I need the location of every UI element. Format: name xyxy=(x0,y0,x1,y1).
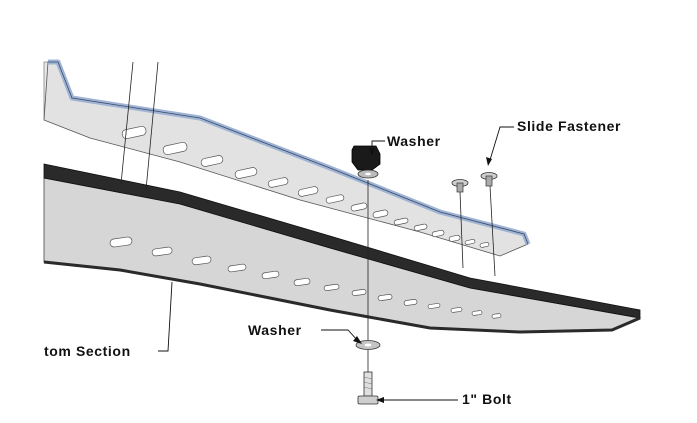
alignment-line xyxy=(120,61,134,185)
slot xyxy=(200,155,224,167)
slot xyxy=(393,217,409,226)
slot xyxy=(227,263,247,273)
slot xyxy=(121,125,147,139)
top-cap xyxy=(351,145,381,171)
slot xyxy=(162,141,188,155)
leader-washer-top xyxy=(371,140,385,150)
slot xyxy=(351,289,367,296)
upper-panel xyxy=(43,59,531,257)
leader-washer-bottom xyxy=(321,329,359,342)
label-bolt: 1" Bolt xyxy=(462,391,512,407)
arrowhead xyxy=(486,157,492,166)
label-washer-bottom: Washer xyxy=(248,322,302,338)
alignment-lines xyxy=(120,61,496,372)
slot xyxy=(377,294,393,301)
label-bottom-section: tom Section xyxy=(44,343,131,359)
slot xyxy=(297,186,319,197)
leader-lines xyxy=(158,126,514,401)
bottom-washer-hardware xyxy=(355,340,381,350)
slot xyxy=(427,303,441,309)
bottom-panel-slots xyxy=(109,236,502,319)
slot xyxy=(431,229,445,238)
top-washer-hardware xyxy=(351,145,381,179)
label-washer-top: Washer xyxy=(387,133,441,149)
slot xyxy=(403,299,418,306)
slot xyxy=(350,202,368,212)
alignment-line xyxy=(459,191,464,269)
bottom-panel-lower-edge xyxy=(43,260,641,334)
upper-panel-edge-outline xyxy=(48,61,529,245)
slot xyxy=(413,223,428,232)
arrowhead xyxy=(376,397,384,403)
slot xyxy=(293,277,311,287)
slot xyxy=(323,283,340,291)
label-slide-fastener: Slide Fastener xyxy=(517,118,621,134)
slot xyxy=(479,242,490,248)
slot xyxy=(372,209,389,219)
upper-panel-slots xyxy=(121,125,490,248)
slide-fastener-left xyxy=(451,179,469,193)
slot xyxy=(464,239,476,245)
slot xyxy=(261,270,280,280)
leader-slide-fastener xyxy=(489,126,514,161)
slide-fastener-right xyxy=(480,172,498,187)
slot xyxy=(491,313,502,319)
slot xyxy=(450,307,463,313)
arrowhead xyxy=(369,148,375,156)
alignment-line xyxy=(145,61,159,191)
slot xyxy=(234,167,258,179)
leader-bottom-section xyxy=(158,281,173,352)
bottom-flat-washer-hole xyxy=(364,343,372,347)
top-flat-washer-hole xyxy=(365,172,371,176)
leader-arrowheads xyxy=(353,148,492,403)
alignment-line xyxy=(489,185,496,277)
slot xyxy=(191,255,212,266)
slot xyxy=(325,194,345,204)
slot xyxy=(151,246,173,257)
slot xyxy=(267,177,289,188)
slot xyxy=(448,234,461,242)
bolt-hardware xyxy=(357,371,379,405)
bottom-section-panel xyxy=(43,163,642,334)
arrowhead xyxy=(353,336,362,344)
slot xyxy=(471,310,483,316)
bolt-head xyxy=(357,395,379,405)
slot xyxy=(109,236,133,248)
